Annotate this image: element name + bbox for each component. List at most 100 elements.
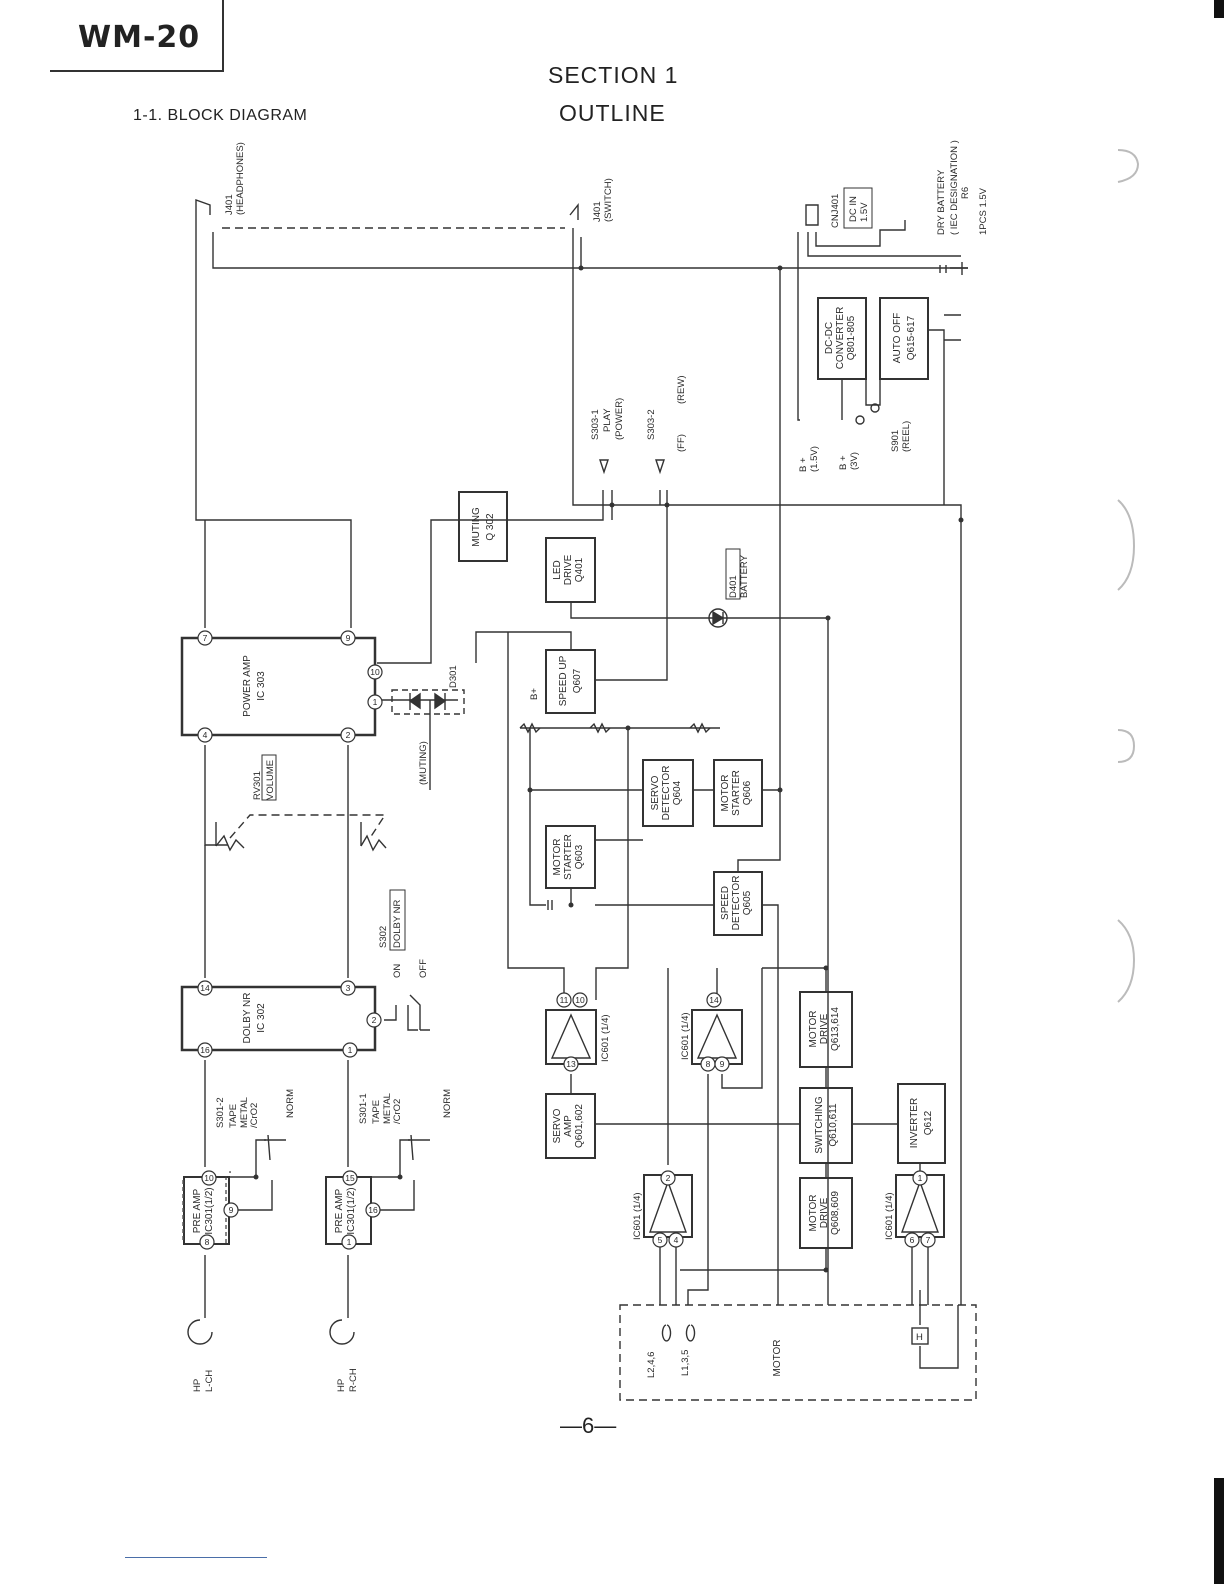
pin-pre-l-10: 10 (204, 1173, 214, 1183)
s303-2-ff: (FF) (676, 434, 687, 452)
section-label: SECTION 1 (548, 62, 679, 88)
motor-starter-606-block (713, 759, 763, 827)
pin-op-b-14: 14 (709, 995, 719, 1005)
svg-text:SPEEDDETECTORQ605: SPEEDDETECTORQ605 (720, 876, 753, 931)
motor-drive-613-label-1: MOTOR (808, 1010, 819, 1047)
pin-op-b-9: 9 (720, 1059, 725, 1069)
svg-text:SERVOAMPQ601,602: SERVOAMPQ601,602 (552, 1104, 585, 1148)
opamp-a-triangle (550, 1013, 592, 1059)
servo-amp-label-2: AMP (563, 1115, 574, 1137)
pin-op-c-5: 5 (658, 1235, 663, 1245)
pin-op-c-2: 2 (666, 1173, 671, 1183)
opamp-c-triangle (649, 1179, 687, 1233)
s301-2-cro2: /CrO2 (249, 1103, 260, 1128)
motor-starter-606-label-2: STARTER (731, 770, 742, 816)
muting-paren-label: (MUTING) (418, 741, 429, 785)
pin-14: 14 (200, 983, 210, 993)
bplus-15-label: B + (798, 457, 809, 472)
motor-dashed-box (619, 1304, 977, 1401)
bplus-3-label: B + (838, 455, 849, 470)
model-box (50, 0, 224, 72)
ic601-d-label: IC601 (1/4) (884, 1192, 895, 1240)
motor-starter-606-q: Q606 (742, 780, 753, 805)
auto-off-q: Q615-617 (906, 315, 917, 360)
l135-label: L1,3,5 (680, 1350, 691, 1376)
s301-1-label: S301-1 (358, 1093, 369, 1124)
opamp-d-triangle (901, 1179, 939, 1233)
s303-2-label: S303-2 (646, 409, 657, 440)
s301-2-label: S301-2 (215, 1097, 226, 1128)
pre-amp-r-label: PRE AMP (334, 1188, 345, 1233)
page-number: —6— (560, 1413, 617, 1438)
motor-starter-603-label-2: STARTER (563, 834, 574, 880)
rv301-volume: VOLUME (265, 760, 276, 800)
speed-up-label: SPEED UP (558, 655, 569, 706)
d401-battery: BATTERY (739, 554, 750, 598)
hp-r-label: HP (336, 1379, 347, 1392)
dc-in-voltage: 1.5V (859, 202, 870, 222)
pre-amp-l-label: PRE AMP (192, 1188, 203, 1233)
svg-text:DC IN1.5V: DC IN1.5V (848, 196, 870, 222)
power-amp-block (180, 636, 377, 737)
s901-label: S901 (890, 430, 901, 452)
dolby-nr-block (180, 985, 377, 1052)
inverter-label: INVERTER (909, 1098, 920, 1148)
hp-l-label: HP (192, 1379, 203, 1392)
opamp-b-triangle (696, 1013, 738, 1059)
pin-2: 2 (346, 730, 351, 740)
scan-edge-bottom (1214, 1478, 1224, 1584)
servo-amp-label-1: SERVO (552, 1108, 563, 1143)
speed-detector-q: Q605 (742, 890, 753, 915)
d301-label: D301 (448, 665, 459, 688)
s901-reel: (REEL) (901, 421, 912, 452)
svg-text:MOTORSTARTERQ603: MOTORSTARTERQ603 (552, 834, 585, 880)
pin-numbers: 7 9 4 2 10 1 14 3 2 16 1 10 9 8 15 16 1 … (200, 633, 930, 1247)
pin-pre-r-1: 1 (347, 1237, 352, 1247)
svg-text:B +(1.5V): B +(1.5V) (798, 446, 820, 472)
servo-detector-label-2: DETECTOR (661, 766, 672, 821)
svg-text:MOTORDRIVEQ613,614: MOTORDRIVEQ613,614 (808, 1007, 841, 1051)
pre-amp-r-ic: IC301(1/2) (346, 1187, 357, 1234)
s301-1-norm: NORM (442, 1089, 453, 1118)
battery-pcs: 1PCS 1.5V (978, 187, 989, 235)
j401-hp-sub: (HEADPHONES) (235, 142, 246, 215)
wire-hp-left (195, 215, 352, 628)
s301-1-tape: TAPE (371, 1100, 382, 1124)
pin-op-c-4: 4 (674, 1235, 679, 1245)
pin-op-d-7: 7 (926, 1235, 931, 1245)
annotation-labels: J401(HEADPHONES) J401(SWITCH) CNJ401 DC … (192, 140, 989, 1392)
s302-dolby: DOLBY NR (392, 899, 403, 948)
pin-16: 16 (200, 1045, 210, 1055)
motor-starter-606-label-1: MOTOR (720, 774, 731, 811)
svg-text:PRE AMPIC301(1/2): PRE AMPIC301(1/2) (192, 1187, 215, 1234)
pin-2b: 2 (372, 1015, 377, 1025)
pin-3: 3 (346, 983, 351, 993)
j401-hp-label: J401 (224, 194, 235, 215)
section-title: OUTLINE (559, 100, 666, 126)
led-drive-label-1: LED (552, 560, 563, 579)
servo-detector-q: Q604 (672, 780, 683, 805)
svg-text:B +(3V): B +(3V) (838, 452, 860, 470)
motor-drive-613-label-2: DRIVE (819, 1013, 830, 1044)
battery-r6: R6 (960, 187, 971, 199)
s301-2-tape: TAPE (228, 1104, 239, 1128)
scan-edge-top (1214, 0, 1224, 18)
footer-rule (125, 1557, 267, 1558)
dc-in-label: DC IN (848, 196, 859, 222)
pin-1: 1 (373, 697, 378, 707)
svg-text:DC-DCCONVERTERQ801-805: DC-DCCONVERTERQ801-805 (824, 307, 857, 370)
hp-r-ch: R-CH (348, 1368, 359, 1392)
off-label: OFF (418, 959, 429, 978)
motor-drive-608-q: Q608,609 (830, 1191, 841, 1235)
j401-sw-label: J401 (592, 201, 603, 222)
bplus-3-volt: (3V) (849, 452, 860, 470)
speed-up-q: Q607 (572, 668, 583, 693)
d401-label: D401 (728, 575, 739, 598)
